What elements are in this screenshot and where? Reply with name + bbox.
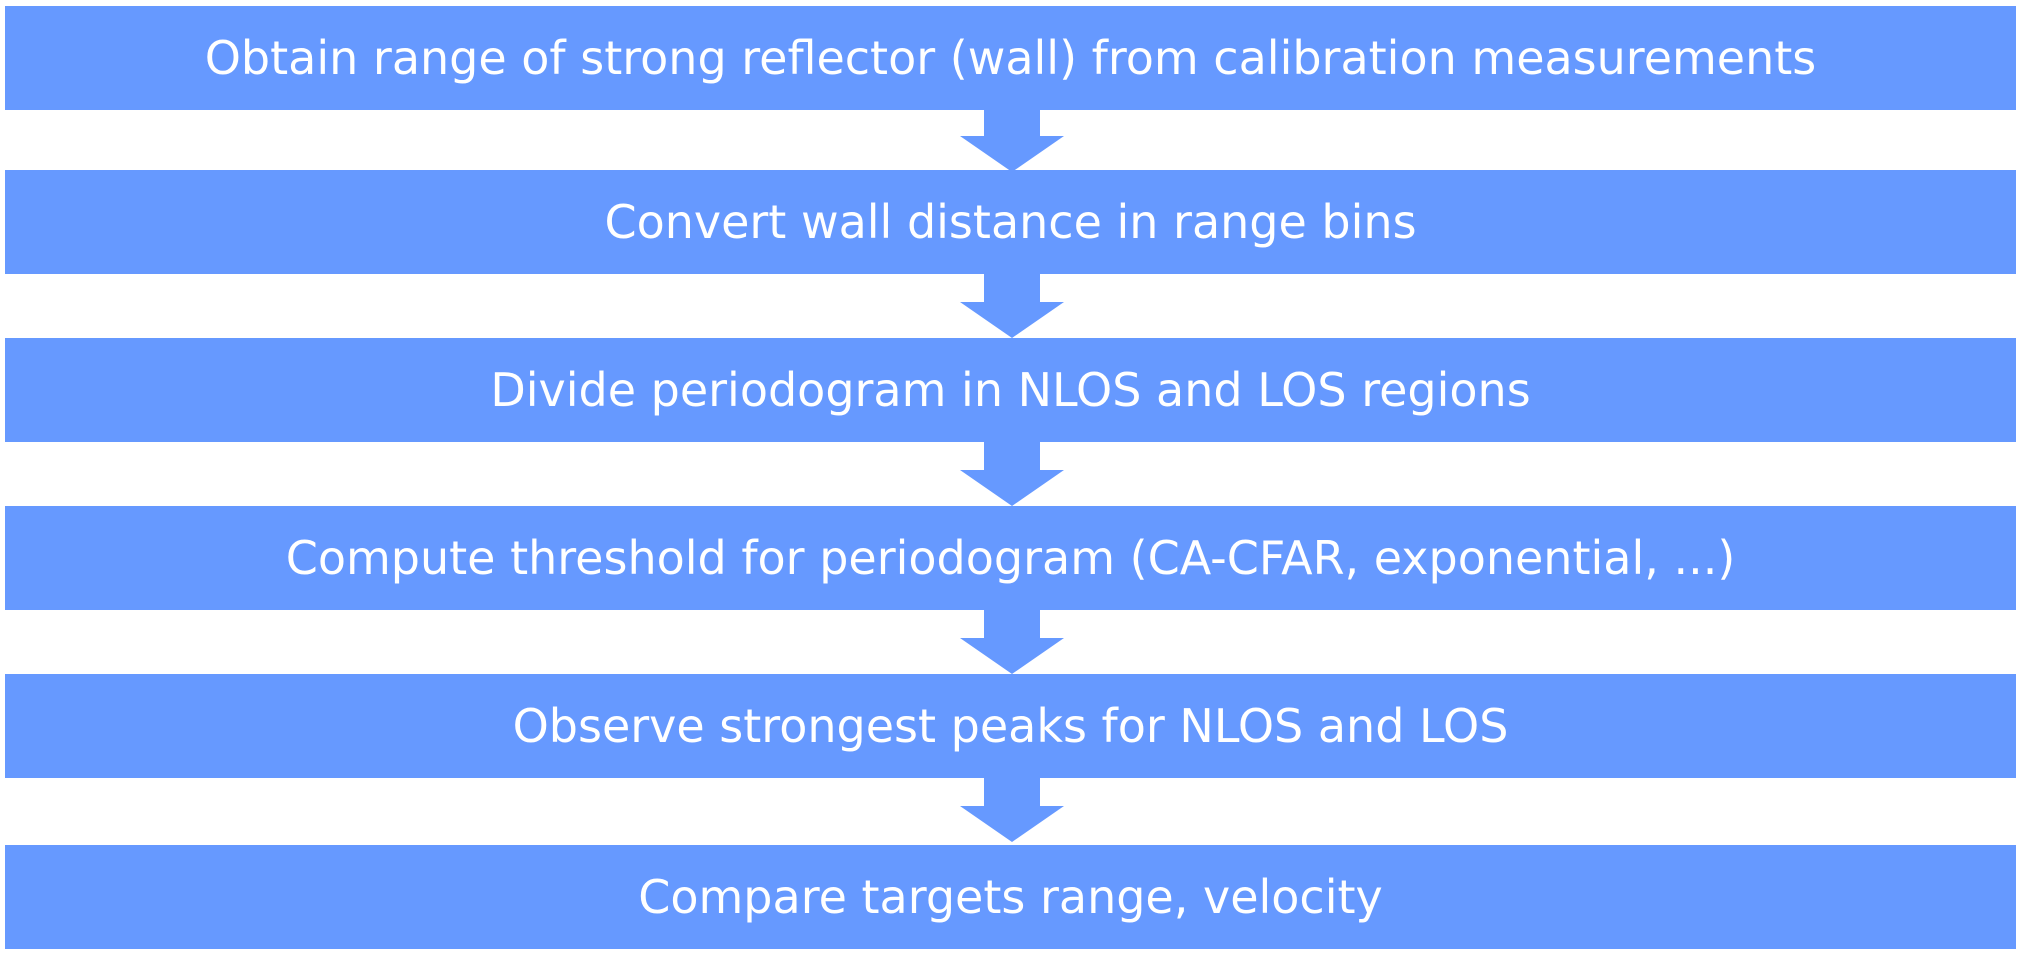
step-box-6: Compare targets range, velocity — [5, 845, 2016, 949]
step-box-5: Observe strongest peaks for NLOS and LOS — [5, 674, 2016, 778]
step-box-4: Compute threshold for periodogram (CA-CF… — [5, 506, 2016, 610]
step-box-3: Divide periodogram in NLOS and LOS regio… — [5, 338, 2016, 442]
down-arrow-icon — [960, 610, 1064, 674]
step-box-2: Convert wall distance in range bins — [5, 170, 2016, 274]
step-label-4: Compute threshold for periodogram (CA-CF… — [285, 531, 1736, 585]
down-arrow-icon — [960, 274, 1064, 338]
step-label-6: Compare targets range, velocity — [638, 870, 1383, 924]
step-box-1: Obtain range of strong reflector (wall) … — [5, 6, 2016, 110]
step-label-1: Obtain range of strong reflector (wall) … — [204, 31, 1817, 85]
step-label-5: Observe strongest peaks for NLOS and LOS — [512, 699, 1509, 753]
down-arrow-icon — [960, 108, 1064, 172]
step-label-2: Convert wall distance in range bins — [604, 195, 1417, 249]
down-arrow-icon — [960, 778, 1064, 842]
step-label-3: Divide periodogram in NLOS and LOS regio… — [490, 363, 1531, 417]
down-arrow-icon — [960, 442, 1064, 506]
